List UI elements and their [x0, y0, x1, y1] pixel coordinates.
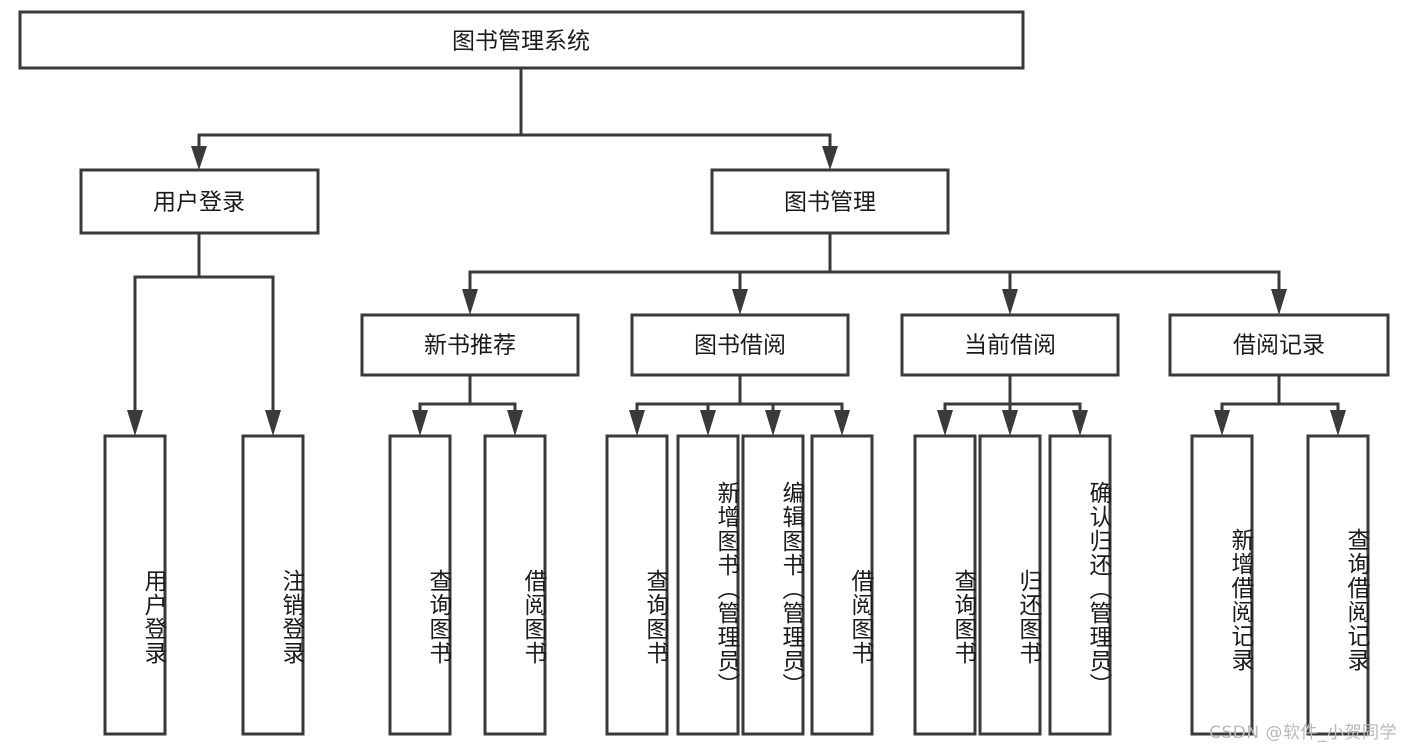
arrow-to-user-login [191, 146, 207, 170]
arrow-record-leaf-1 [1214, 410, 1230, 436]
node-box-leaf-record-1[interactable] [1190, 434, 1254, 736]
arrow-to-book-manage [822, 146, 838, 170]
arrow-leaf-user-login-1 [127, 410, 143, 436]
node-box-user-login[interactable] [79, 168, 320, 235]
node-box-leaf-current-1[interactable] [913, 434, 977, 736]
node-label-book-manage: 图书管理 [784, 190, 876, 216]
connector-layer [127, 66, 1346, 436]
arrow-level3-4 [1271, 289, 1287, 315]
arrow-level3-1 [462, 289, 478, 315]
arrow-record-leaf-2 [1330, 410, 1346, 436]
node-label-current-borrow: 当前借阅 [964, 333, 1056, 359]
arrow-level3-2 [732, 289, 748, 315]
node-box-system-root[interactable] [18, 10, 1025, 70]
arrow-borrow-leaf-1 [629, 410, 645, 436]
arrow-recommend-leaf-2 [507, 410, 523, 436]
node-label-system-root: 图书管理系统 [452, 29, 590, 55]
node-box-leaf-record-2[interactable] [1306, 434, 1370, 736]
node-box-leaf-recommend-1[interactable] [388, 434, 452, 736]
arrow-recommend-leaf-1 [412, 410, 428, 436]
node-label-book-borrow: 图书借阅 [694, 333, 786, 359]
node-box-new-book-recommend[interactable] [360, 313, 580, 377]
node-box-current-borrow[interactable] [900, 313, 1120, 377]
node-box-leaf-borrow-4[interactable] [810, 434, 874, 736]
node-layer: 图书管理系统 用户登录 图书管理 新书推荐 图书借阅 当前借阅 借阅记录 [18, 10, 1390, 736]
arrow-current-leaf-1 [937, 410, 953, 436]
node-label-new-book-recommend: 新书推荐 [424, 333, 516, 359]
node-box-leaf-current-2[interactable] [978, 434, 1042, 736]
node-label-user-login: 用户登录 [153, 190, 245, 216]
arrow-borrow-leaf-2 [700, 410, 716, 436]
node-box-leaf-user-login-2[interactable] [241, 434, 305, 736]
node-box-book-borrow[interactable] [630, 313, 850, 377]
node-box-leaf-recommend-2[interactable] [483, 434, 547, 736]
arrow-leaf-user-login-2 [265, 410, 281, 436]
arrow-level3-3 [1002, 289, 1018, 315]
node-label-borrow-record: 借阅记录 [1233, 333, 1325, 359]
node-box-leaf-borrow-2[interactable] [676, 434, 740, 736]
arrow-current-leaf-2 [1002, 410, 1018, 436]
node-box-leaf-borrow-1[interactable] [605, 434, 669, 736]
arrow-borrow-leaf-3 [765, 410, 781, 436]
node-box-borrow-record[interactable] [1168, 313, 1390, 377]
arrow-borrow-leaf-4 [834, 410, 850, 436]
node-box-book-manage[interactable] [710, 168, 950, 235]
watermark-text: CSDN @软件_小贺同学 [1209, 723, 1397, 743]
node-box-leaf-borrow-3[interactable] [741, 434, 805, 736]
node-box-leaf-user-login-1[interactable] [103, 434, 167, 736]
node-box-leaf-current-3[interactable] [1048, 434, 1112, 736]
arrow-current-leaf-3 [1072, 410, 1088, 436]
